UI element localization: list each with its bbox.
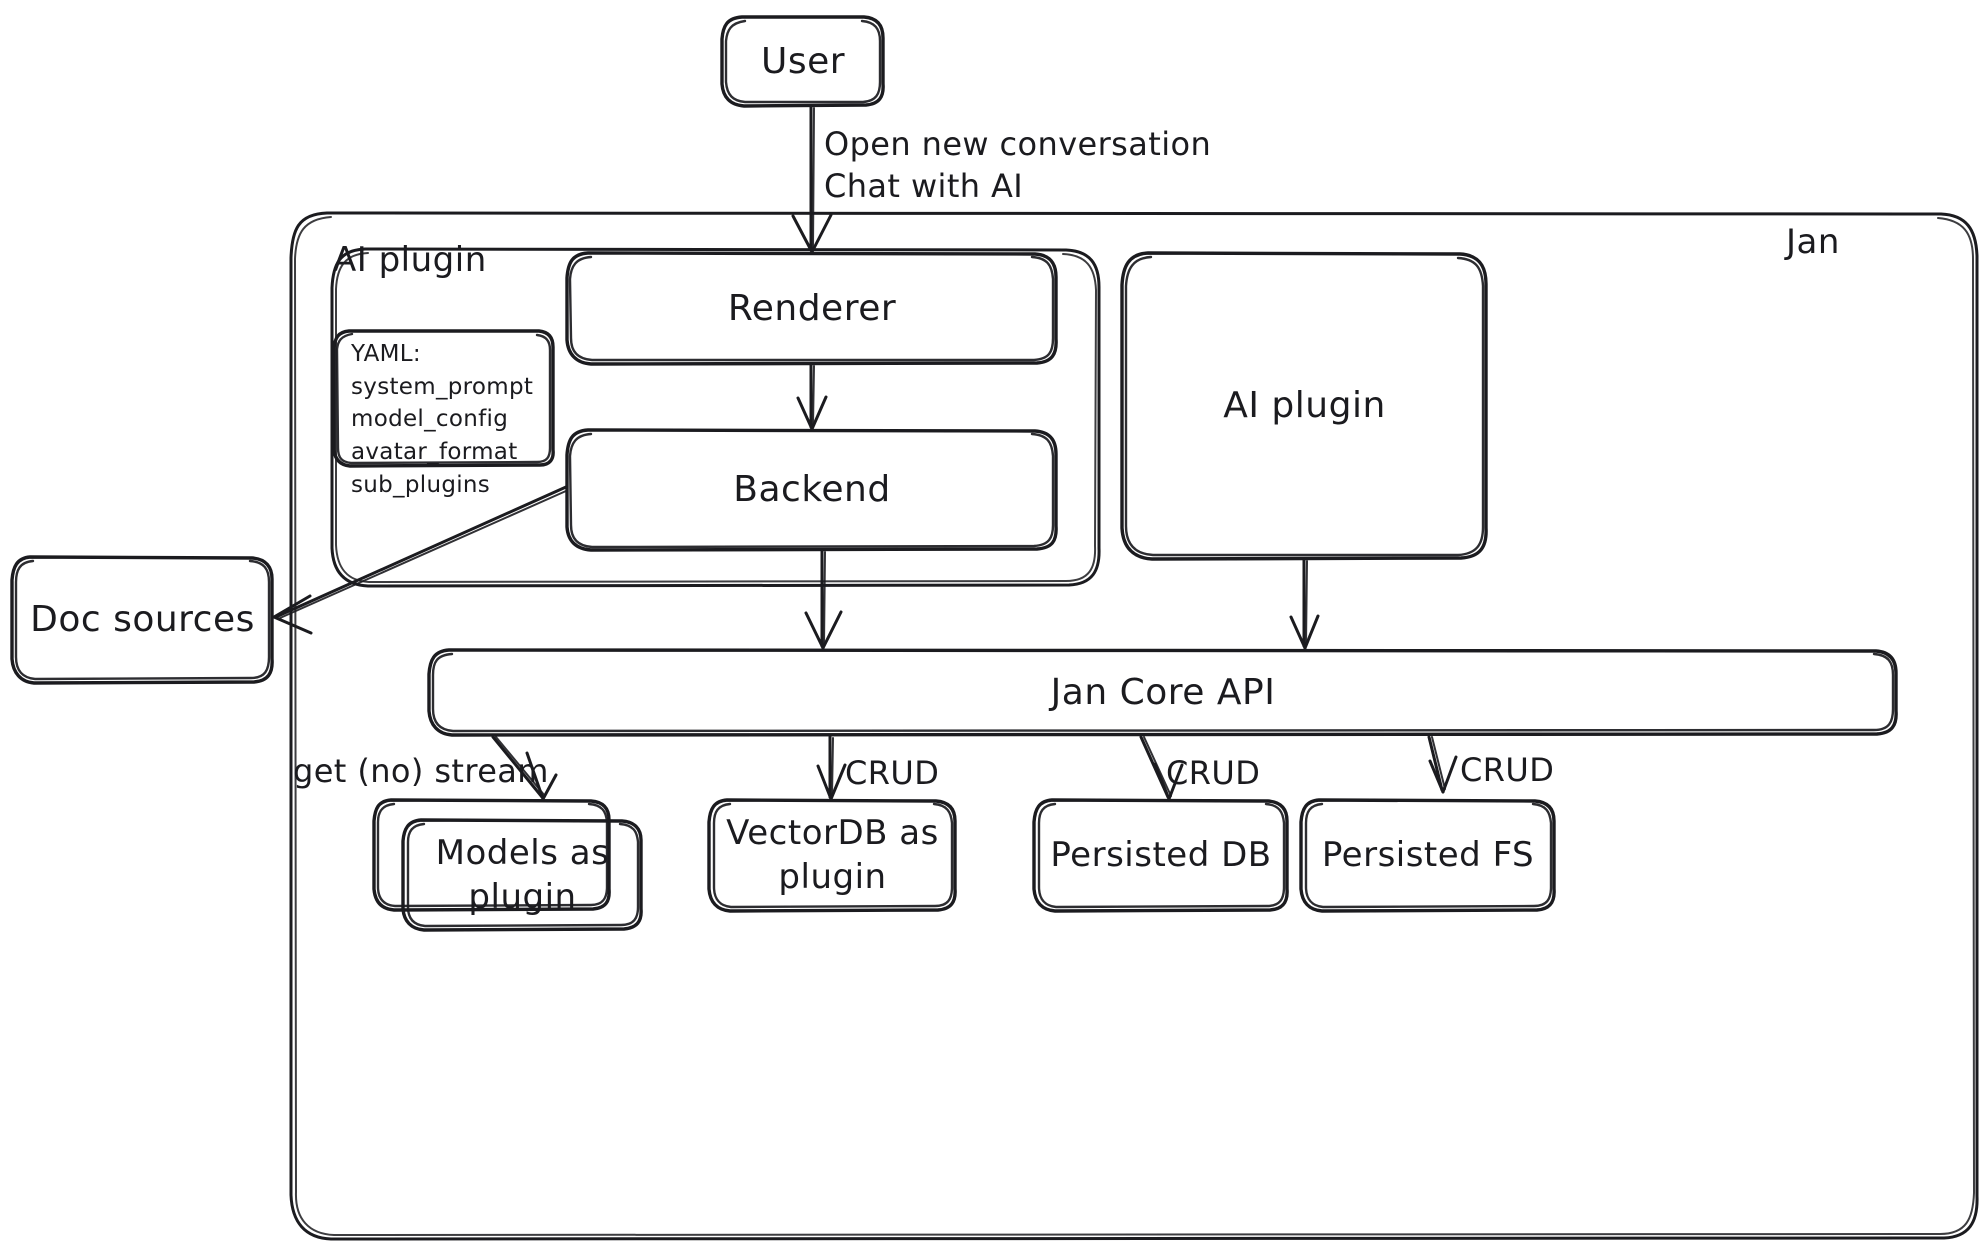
node-persisted-db[interactable]: Persisted DB xyxy=(1050,835,1272,876)
edge-label-crud-persisted-fs: CRUD xyxy=(1460,751,1555,789)
node-vectordb-as-plugin[interactable]: VectorDB as plugin xyxy=(726,813,939,897)
node-jan-core-api[interactable]: Jan Core API xyxy=(1050,671,1276,713)
edge-label-user-to-renderer: Open new conversation Chat with AI xyxy=(824,125,1212,205)
edge-label-crud-vectordb: CRUD xyxy=(845,754,940,792)
node-user[interactable]: User xyxy=(760,40,846,82)
arrow-ai-plugin-to-core-api xyxy=(1289,558,1320,650)
arrow-backend-to-core-api xyxy=(804,549,843,650)
edge-label-get-no-stream: get (no) stream xyxy=(293,752,549,790)
yaml-note-text: YAML: system_prompt model_config avatar_… xyxy=(351,341,534,498)
group-label-jan: Jan xyxy=(1786,222,1840,262)
node-doc-sources[interactable]: Doc sources xyxy=(30,599,255,641)
node-persisted-fs[interactable]: Persisted FS xyxy=(1321,835,1535,876)
node-models-as-plugin[interactable]: Models as plugin xyxy=(435,832,610,917)
edge-label-crud-persisted-db: CRUD xyxy=(1166,754,1261,792)
node-renderer[interactable]: Renderer xyxy=(727,287,897,329)
arrow-renderer-to-backend xyxy=(796,363,828,431)
arrow-core-api-to-vectordb xyxy=(816,735,847,801)
node-ai-plugin[interactable]: AI plugin xyxy=(1223,385,1386,427)
arrow-backend-to-doc-sources xyxy=(272,485,568,635)
arrow-core-api-to-persisted-fs xyxy=(1427,735,1458,794)
group-label-ai-plugin: AI plugin xyxy=(333,240,487,280)
node-backend[interactable]: Backend xyxy=(733,469,891,511)
